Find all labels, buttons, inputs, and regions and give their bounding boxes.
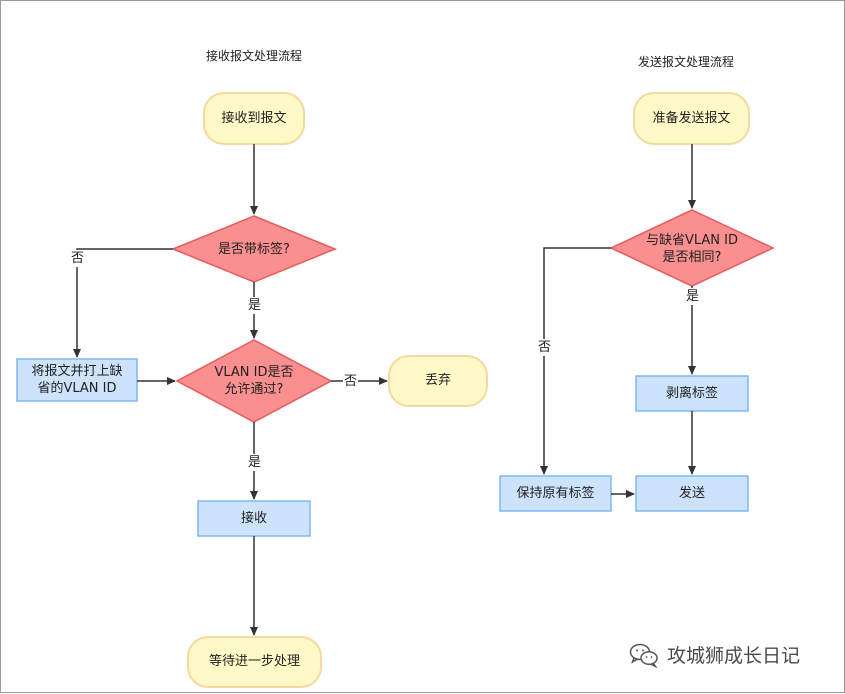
keep-tag-node bbox=[499, 475, 612, 512]
start-send-label: 准备发送报文 bbox=[652, 111, 731, 126]
send-flow-title: 发送报文处理流程 bbox=[637, 55, 734, 69]
send-label: 发送 bbox=[678, 486, 705, 501]
decision-tagged-label: 是否带标签? bbox=[218, 242, 290, 257]
no-label-same: 否 bbox=[537, 339, 553, 356]
watermark: 攻城狮成长日记 bbox=[629, 641, 800, 668]
decision-same-line-1: 与缺省VLAN ID bbox=[645, 233, 739, 248]
receive-label: 接收 bbox=[240, 511, 267, 526]
receive-flow-title: 接收报文处理流程 bbox=[205, 49, 302, 63]
tag-default-vlan-node bbox=[16, 358, 138, 402]
end-wait-node bbox=[187, 636, 322, 688]
end-wait-label: 等待进一步处理 bbox=[208, 654, 300, 669]
keep-tag-label: 保持原有标签 bbox=[516, 486, 595, 501]
yes-label-same: 是 bbox=[685, 288, 701, 305]
discard-label: 丢弃 bbox=[424, 373, 451, 388]
strip-tag-label: 剥离标签 bbox=[665, 386, 718, 401]
watermark-text: 攻城狮成长日记 bbox=[667, 645, 801, 667]
tag-default-line-2: 省的VLAN ID bbox=[37, 381, 117, 396]
yes-label-vlan: 是 bbox=[247, 454, 263, 471]
tag-default-label: 将报文并打上缺 省的VLAN ID bbox=[17, 363, 137, 397]
decision-vlan-label: VLAN ID是否 允许通过? bbox=[194, 364, 314, 398]
receive-node bbox=[197, 500, 311, 537]
start-receive-label: 接收到报文 bbox=[221, 111, 287, 126]
decision-vlan-line-2: 允许通过? bbox=[224, 382, 284, 397]
discard-node bbox=[388, 355, 488, 407]
no-label-vlan: 否 bbox=[343, 373, 359, 390]
no-label-tagged: 否 bbox=[70, 250, 86, 267]
wechat-icon bbox=[629, 643, 658, 668]
yes-label-tagged: 是 bbox=[247, 297, 263, 314]
decision-vlan-line-1: VLAN ID是否 bbox=[214, 365, 294, 380]
decision-same-label: 与缺省VLAN ID 是否相同? bbox=[627, 232, 757, 266]
tag-default-line-1: 将报文并打上缺 bbox=[31, 364, 123, 379]
edge-same-no bbox=[540, 247, 611, 475]
decision-same-line-2: 是否相同? bbox=[662, 250, 722, 265]
edge-tagged-no bbox=[73, 248, 173, 358]
send-node bbox=[635, 475, 749, 512]
